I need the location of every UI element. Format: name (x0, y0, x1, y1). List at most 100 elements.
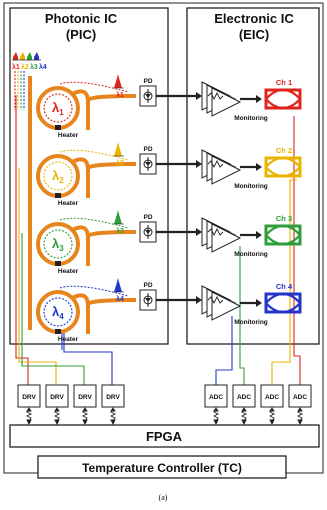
eic-channel-4: Ch 4 Monitoring (201, 282, 302, 326)
input-lambda-labels: λ1 λ2 λ3 λ4 (12, 63, 47, 71)
figure-caption: (a) (159, 493, 168, 502)
heater-label-3: Heater (58, 268, 79, 275)
ring-channels: λ1Heaterλ1PDλ2Heaterλ2PDλ3Heaterλ3PDλ4He… (36, 74, 202, 343)
drop-lambda-3: λ3 (116, 227, 124, 235)
drv-label-1: DRV (22, 394, 36, 401)
adc-box-4 (288, 384, 312, 408)
eic-channels: Ch 1 Monitoring Ch 2 Monitoring Ch 3 Monitori… (201, 78, 302, 326)
drop-lambda-1: λ1 (116, 91, 124, 99)
ring-lambda-1: λ1 (52, 100, 64, 117)
amplifier-stage-3-3 (211, 223, 242, 253)
drv-box-1 (17, 384, 41, 408)
fpga-link-5 (212, 408, 220, 422)
fpga-block (9, 424, 320, 448)
heater-control-lines (15, 95, 113, 385)
drop-spectrum-2 (114, 142, 122, 156)
fpga-link-4 (109, 408, 117, 422)
drivers-row: DRV DRV DRV DRV (17, 384, 125, 408)
drop-light-path-2 (59, 149, 129, 161)
drop-waveguide-4 (71, 293, 137, 334)
drv-label-2: DRV (50, 394, 64, 401)
adc-label-2: ADC (237, 394, 251, 401)
fpga-link-1 (25, 408, 33, 422)
eic-title-line2: (EIC) (239, 27, 269, 42)
drop-light-path-4 (59, 285, 129, 297)
channel-label-1: Ch 1 (276, 78, 292, 87)
monitoring-label-1: Monitoring (234, 115, 268, 122)
eye-diagram-3 (264, 224, 302, 246)
drop-lambda-4: λ4 (116, 295, 124, 303)
pic-title-line1: Photonic IC (45, 11, 118, 26)
drv-box-4 (101, 384, 125, 408)
input-lambda-2: λ2 (21, 63, 29, 71)
drv-label-3: DRV (78, 394, 92, 401)
pic-title-line2: (PIC) (66, 27, 96, 42)
heater-marker-4 (55, 329, 61, 334)
fpga-link-2 (53, 408, 61, 422)
amplifier-stage-2-3 (211, 155, 242, 185)
drop-spectrum-3 (114, 210, 122, 224)
heater-label-4: Heater (58, 336, 79, 343)
eic-channel-2: Ch 2 Monitoring (201, 146, 302, 190)
tc-block (37, 455, 287, 479)
heater-label-2: Heater (58, 200, 79, 207)
ring-light-path-4 (43, 297, 73, 327)
monitoring-label-2: Monitoring (234, 183, 268, 190)
channel-label-2: Ch 2 (276, 146, 292, 155)
drop-spectrum-1 (114, 74, 122, 88)
tc-label: Temperature Controller (TC) (82, 461, 242, 475)
fpga-bus-arrows (25, 407, 304, 426)
drv-box-3 (73, 384, 97, 408)
drv-box-2 (45, 384, 69, 408)
heater-label-1: Heater (58, 132, 79, 139)
eic-channel-1: Ch 1 Monitoring (201, 78, 302, 122)
ring-light-path-2 (43, 161, 73, 191)
ring-light-path-3 (43, 229, 73, 259)
adc-label-3: ADC (265, 394, 279, 401)
pd-label-3: PD (143, 214, 152, 221)
drop-waveguide-1 (71, 89, 137, 130)
channel-label-4: Ch 4 (276, 282, 293, 291)
eic-channel-3: Ch 3 Monitoring (201, 214, 302, 258)
fpga-link-8 (296, 408, 304, 422)
drop-waveguide-2 (71, 157, 137, 198)
ring-lambda-4: λ4 (52, 304, 64, 321)
monitoring-label-3: Monitoring (234, 251, 268, 258)
adc-label-1: ADC (209, 394, 223, 401)
adcs-row: ADC ADC ADC ADC (204, 384, 312, 408)
monitoring-label-4: Monitoring (234, 319, 268, 326)
adc-box-3 (260, 384, 284, 408)
drop-spectrum-4 (114, 278, 122, 292)
fpga-label: FPGA (146, 429, 183, 444)
drop-light-path-1 (59, 81, 129, 93)
heater-marker-3 (55, 261, 61, 266)
ring-lambda-3: λ3 (52, 236, 64, 253)
fpga-link-7 (268, 408, 276, 422)
eic-panel (186, 7, 320, 345)
pd-label-4: PD (143, 282, 152, 289)
adc-label-4: ADC (293, 394, 307, 401)
ring-lambda-main-1: λ (52, 100, 60, 115)
input-lambda-1: λ1 (12, 63, 20, 71)
ring-light-path-1 (43, 93, 73, 123)
pd-label-1: PD (143, 78, 152, 85)
ring-lambda-main-2: λ (52, 168, 60, 183)
heater-marker-1 (55, 125, 61, 130)
eye-diagram-2 (264, 156, 302, 178)
ring-lambda-sub-3: 3 (59, 244, 64, 253)
drv-label-4: DRV (106, 394, 120, 401)
ring-lambda-main-4: λ (52, 304, 60, 319)
eic-title-line1: Electronic IC (214, 11, 294, 26)
fpga-link-3 (81, 408, 89, 422)
amplifier-stage-1-3 (211, 87, 242, 117)
ring-lambda-main-3: λ (52, 236, 60, 251)
eye-diagram-4 (264, 292, 302, 314)
eye-diagram-1 (264, 88, 302, 110)
fpga-link-6 (240, 408, 248, 422)
channel-label-3: Ch 3 (276, 214, 292, 223)
